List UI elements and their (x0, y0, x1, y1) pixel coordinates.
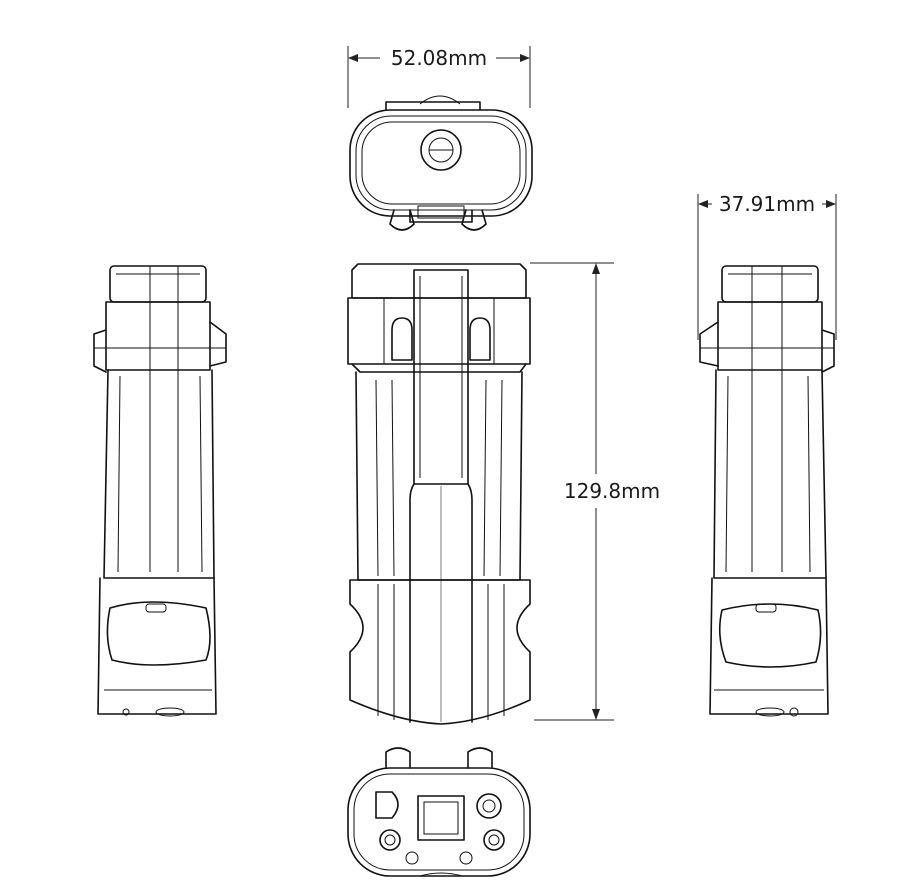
top-view (349, 95, 533, 231)
front-view (347, 263, 531, 725)
dimension-depth: 37.91mm (697, 192, 837, 340)
dimension-depth-label: 37.91mm (719, 192, 815, 216)
right-side-view (699, 265, 835, 717)
dimension-width: 52.08mm (347, 46, 531, 108)
dimension-height: 129.8mm (530, 262, 660, 721)
bottom-view (347, 747, 531, 877)
dimension-width-label: 52.08mm (391, 46, 487, 70)
left-side-view (93, 265, 227, 717)
dimension-height-label: 129.8mm (564, 479, 660, 503)
